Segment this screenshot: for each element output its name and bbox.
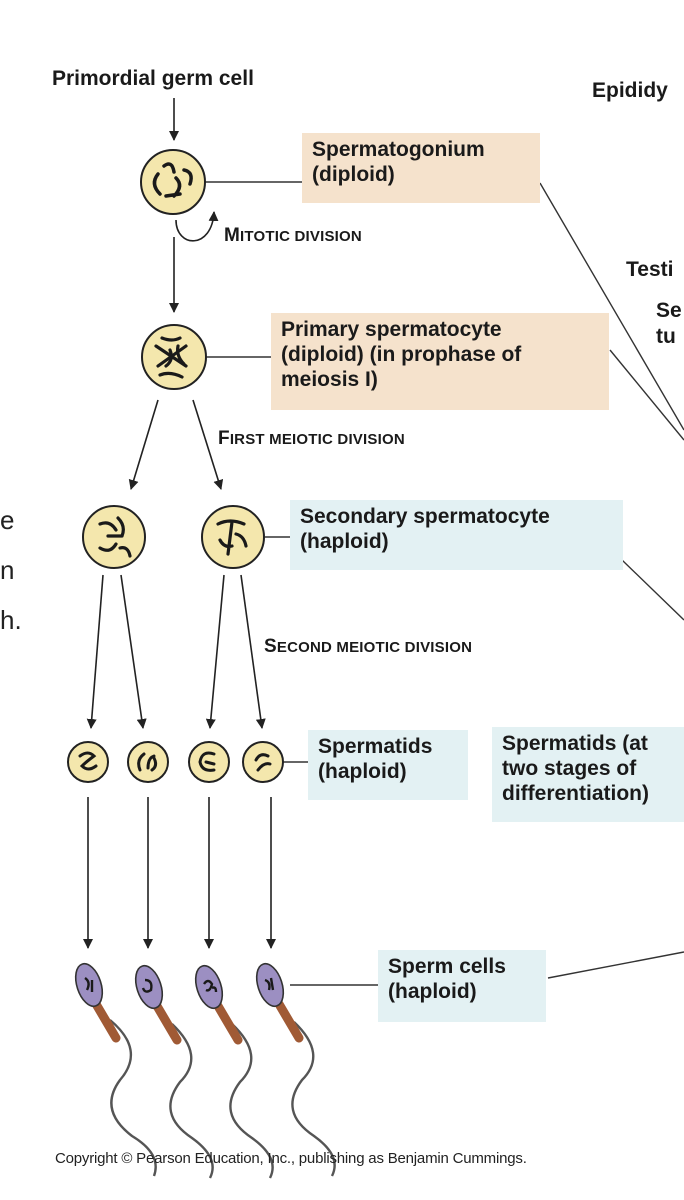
copyright-notice: Copyright © Pearson Education, Inc., pub…: [55, 1150, 527, 1167]
seminiferous-label-cut-2: tu: [656, 325, 676, 348]
spermatid-cell-1: [67, 741, 109, 783]
left-edge-text-2: n: [0, 555, 15, 585]
mitotic-loop-arrow: [175, 211, 219, 242]
spermatogonium-label-box: Spermatogonium (diploid): [302, 133, 540, 203]
epididymis-label-cut: Epididy: [592, 79, 668, 102]
sperm-cell-2: [134, 964, 214, 1179]
secondary-spermatocyte-cell-2: [201, 505, 265, 569]
testis-label-cut: Testi: [626, 258, 674, 281]
primary-spermatocyte-cell: [141, 324, 207, 390]
seminiferous-label-cut-1: Se: [656, 299, 682, 322]
spermatid-cell-2: [127, 741, 169, 783]
primordial-germ-cell-label: Primordial germ cell: [52, 67, 254, 90]
secondary-spermatocyte-label-box: Secondary spermatocyte (haploid): [290, 500, 623, 570]
leader-right-4: [547, 951, 684, 979]
spermatids-stages-label-box: Spermatids (at two stages of differentia…: [492, 727, 684, 822]
arrow-sec1-a: [86, 574, 104, 729]
leader-right-2: [609, 349, 684, 441]
spermatid-cell-4: [242, 741, 284, 783]
second-meiotic-division-label: SECOND MEIOTIC DIVISION: [264, 636, 473, 657]
arrow-sec2-a: [205, 574, 225, 729]
leader-right-1: [539, 182, 684, 431]
primary-spermatocyte-label-box: Primary spermatocyte (diploid) (in proph…: [271, 313, 609, 410]
arrow-primary-right: [192, 399, 224, 490]
spermatid-cell-3: [188, 741, 230, 783]
mitotic-division-label: MITOTIC DIVISION: [224, 225, 362, 246]
first-meiotic-division-label: FIRST MEIOTIC DIVISION: [218, 428, 405, 449]
arrow-sec2-b: [240, 574, 266, 729]
left-edge-text-3: h.: [0, 605, 22, 635]
secondary-spermatocyte-cell-1: [82, 505, 146, 569]
spermatids-label-box: Spermatids (haploid): [308, 730, 468, 800]
sperm-cell-4: [255, 962, 336, 1177]
arrow-sec1-b: [120, 574, 147, 729]
arrow-primary-left: [128, 399, 159, 490]
sperm-cells-label-box: Sperm cells (haploid): [378, 950, 546, 1022]
sperm-cell-3: [194, 964, 274, 1179]
sperm-cell-1: [74, 962, 157, 1177]
spermatogonium-cell: [140, 149, 206, 215]
leader-right-3: [621, 559, 684, 621]
left-edge-text-1: e: [0, 505, 15, 535]
